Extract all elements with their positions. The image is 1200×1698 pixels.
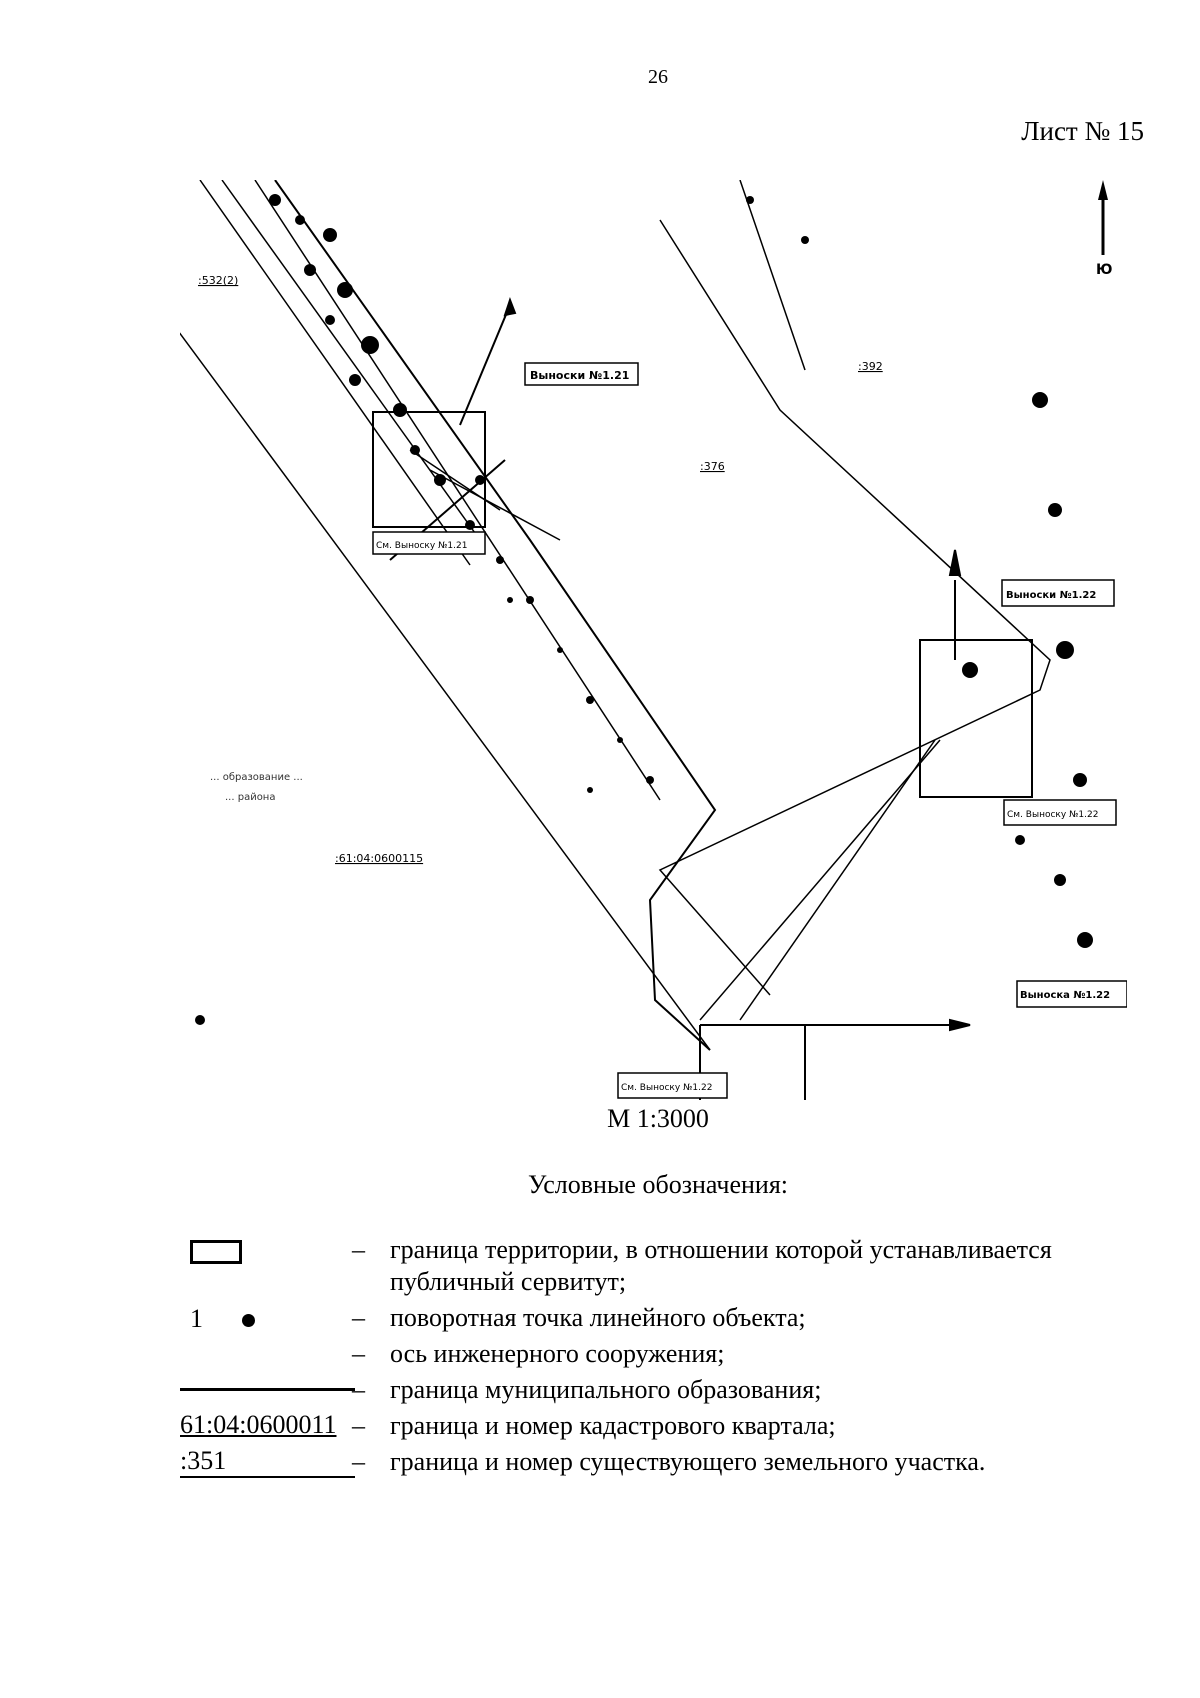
legend: – граница территории, в отношении которо… (180, 1234, 1135, 1482)
page-number: 26 (648, 66, 668, 88)
legend-item-municipal: – граница муниципального образования; (180, 1374, 1135, 1410)
svg-text::376: :376 (700, 460, 725, 473)
north-arrow-icon: Ю (1096, 180, 1112, 278)
callout-box-1-21 (372, 297, 517, 561)
point-dot-icon (242, 1314, 255, 1327)
legend-dash: – (352, 1235, 365, 1264)
legend-dash: – (352, 1447, 365, 1476)
svg-text:См. Выноску №1.22: См. Выноску №1.22 (1007, 810, 1098, 820)
parcel-number: :351 (180, 1446, 355, 1478)
road-corridor (180, 180, 711, 1051)
legend-text: граница и номер существующего земельного… (390, 1447, 986, 1476)
legend-item-quarter: 61:04:0600011 – граница и номер кадастро… (180, 1410, 1135, 1446)
callout-box-1-22 (699, 549, 1033, 1100)
servitude-boundary (274, 180, 717, 1051)
svg-text:См. Выноску №1.22: См. Выноску №1.22 (621, 1083, 712, 1093)
legend-dash: – (352, 1339, 365, 1368)
municipal-line-icon (180, 1388, 355, 1391)
svg-text:Ю: Ю (1096, 262, 1112, 278)
parcel-boundary-376 (658, 219, 1051, 996)
engineering-axis (409, 449, 941, 1021)
legend-dash: – (352, 1303, 365, 1332)
legend-item-axis: – ось инженерного сооружения; (180, 1338, 1135, 1374)
point-number: 1 (190, 1304, 203, 1333)
legend-title: Условные обозначения: (527, 1170, 789, 1199)
legend-dash: – (352, 1411, 365, 1440)
legend-text: ось инженерного сооружения; (390, 1339, 725, 1368)
svg-text:См. Выноску №1.21: См. Выноску №1.21 (376, 541, 467, 551)
legend-item-point: 1 – поворотная точка линейного объекта; (180, 1302, 1135, 1338)
parcel-labels: :532(2) :392 :376 :61:04:0600115 (198, 274, 883, 865)
legend-item-parcel: :351 – граница и номер существующего зем… (180, 1446, 1135, 1482)
svg-text::61:04:0600115: :61:04:0600115 (335, 852, 423, 865)
quarter-number: 61:04:0600011 (180, 1410, 337, 1439)
municipal-note: ... образование ... ... района (210, 772, 303, 803)
legend-item-servitude: – граница территории, в отношении которо… (180, 1234, 1135, 1302)
legend-dash: – (352, 1375, 365, 1404)
vegetation-band (195, 194, 1093, 1025)
cadastral-map: Выноски №1.21 См. Выноску №1.21 Выноски … (180, 180, 1127, 1100)
svg-text:Выноски №1.21: Выноски №1.21 (530, 369, 629, 382)
legend-text: граница территории, в отношении которой … (390, 1235, 1052, 1296)
svg-text::392: :392 (858, 360, 883, 373)
map-scale: М 1:3000 (607, 1104, 709, 1133)
legend-text: граница и номер кадастрового квартала; (390, 1411, 836, 1440)
svg-text:... района: ... района (225, 792, 275, 803)
servitude-rect-icon (190, 1240, 242, 1264)
svg-text:... образование ...: ... образование ... (210, 772, 303, 783)
parcel-boundary-392 (739, 180, 806, 371)
legend-text: поворотная точка линейного объекта; (390, 1303, 806, 1332)
svg-text:Выноски №1.22: Выноски №1.22 (1006, 590, 1096, 601)
legend-text: граница муниципального образования; (390, 1375, 822, 1404)
svg-text::532(2): :532(2) (198, 274, 238, 287)
sheet-label: Лист № 15 (1021, 116, 1144, 146)
svg-text:Выноска №1.22: Выноска №1.22 (1020, 990, 1110, 1001)
callout-labels: Выноски №1.21 См. Выноску №1.21 Выноски … (372, 362, 1127, 1099)
